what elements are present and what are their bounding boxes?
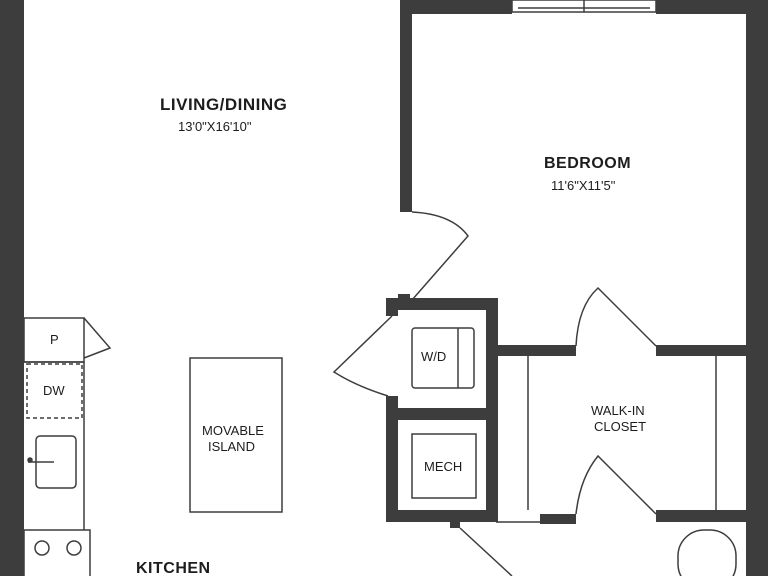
closet-bottom-wall-right <box>656 510 748 522</box>
laundry-mid-wall <box>386 408 498 420</box>
doors <box>332 211 657 576</box>
laundry-left-wall-bottom <box>386 396 398 522</box>
bathtub <box>677 529 737 576</box>
right-exterior-wall <box>746 0 768 576</box>
pantry-door-swing <box>83 317 112 359</box>
living-room-dims: 13'0"X16'10" <box>178 119 252 134</box>
pantry-label: P <box>50 332 59 347</box>
closet-bottom-wall-left <box>540 514 576 524</box>
laundry-door-swing <box>332 315 393 397</box>
bedroom-door-swing <box>411 211 469 301</box>
movable-island <box>189 357 283 513</box>
laundry-left-wall-top <box>386 298 398 316</box>
bedroom-bottom-wall-left <box>496 345 576 356</box>
kitchen-fixtures <box>23 317 283 576</box>
bedroom-top-wall-right <box>656 0 748 14</box>
door-jamb <box>398 294 410 304</box>
dishwasher <box>26 363 83 419</box>
burner-icon <box>66 540 82 556</box>
left-exterior-wall <box>0 0 24 576</box>
closet-shelves <box>527 356 717 510</box>
washer-dryer-label: W/D <box>421 349 447 364</box>
appliances <box>411 327 737 576</box>
island-label-line1: MOVABLE <box>202 423 264 438</box>
door-jamb-bottom <box>450 518 460 528</box>
dishwasher-label: DW <box>43 383 65 398</box>
washer-dryer <box>411 327 475 389</box>
bedroom-top-wall-left <box>400 0 512 14</box>
burner-icon <box>34 540 50 556</box>
bedroom-bottom-wall-right <box>656 345 748 356</box>
mech-unit <box>411 433 477 499</box>
living-room-name: LIVING/DINING <box>160 95 288 114</box>
bedroom-name: BEDROOM <box>544 155 632 172</box>
bedroom-left-wall <box>400 0 412 212</box>
mech-label: MECH <box>424 459 463 474</box>
closet-door-swing-lower <box>575 454 657 515</box>
closet-door-swing <box>575 286 657 347</box>
kitchen-name: KITCHEN <box>136 560 211 577</box>
laundry-top-wall <box>386 298 498 310</box>
bath-door-swing <box>459 527 513 576</box>
utility-bottom-wall <box>386 510 498 522</box>
closet-label-line1: WALK-IN <box>591 403 645 418</box>
island-label-line2: ISLAND <box>208 439 255 454</box>
range <box>23 529 91 576</box>
closet-label-line2: CLOSET <box>594 419 647 434</box>
window <box>511 0 657 13</box>
bedroom-dims: 11'6"X11'5" <box>551 178 616 193</box>
